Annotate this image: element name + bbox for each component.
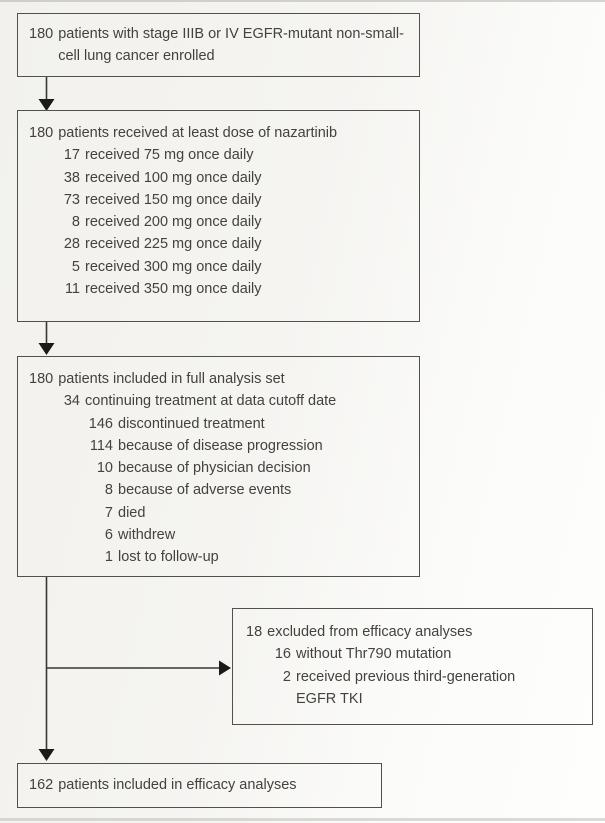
line-text: patients included in full analysis set [58, 371, 285, 387]
photo-edge-artifact-bottom [0, 818, 605, 821]
count: 38 [63, 169, 80, 186]
line-text: died [118, 504, 146, 521]
count: 8 [104, 482, 113, 499]
count: 2 [282, 668, 291, 685]
flow-line: 180 patients included in full analysis s… [29, 368, 411, 390]
flow-line: 180 patients received at least dose of n… [29, 122, 411, 144]
arrow-down-icon [38, 749, 55, 761]
line-text: received 225 mg once daily [85, 236, 262, 253]
flow-line: 6 withdrew [29, 524, 411, 546]
flow-line: 146 discontinued treatment [29, 413, 411, 435]
count: 10 [96, 460, 113, 477]
flow-line: 2 received previous third-generation [246, 666, 586, 688]
flow-line: 180 patients with stage IIIB or IV EGFR-… [29, 23, 411, 68]
line-text: without Thr790 mutation [296, 646, 452, 663]
flow-line: 162 patients included in efficacy analys… [29, 774, 373, 796]
arrow-right-icon [219, 660, 231, 676]
count: 28 [63, 236, 80, 253]
flow-line: 28 received 225 mg once daily [29, 233, 411, 255]
line-text: patients included in efficacy analyses [58, 777, 297, 793]
flow-line: 5 received 300 mg once daily [29, 256, 411, 278]
flow-line: 10 because of physician decision [29, 457, 411, 479]
arrow-down-icon [38, 343, 55, 355]
line-text: discontinued treatment [118, 415, 265, 432]
box-full-analysis-set: 180 patients included in full analysis s… [17, 356, 420, 577]
line-text: patients received at least dose of nazar… [58, 125, 338, 141]
line-text: because of physician decision [118, 460, 311, 477]
flow-line: 34 continuing treatment at data cutoff d… [29, 390, 411, 412]
line-text: received 200 mg once daily [85, 214, 262, 231]
flow-line: 7 died [29, 502, 411, 524]
count: 34 [63, 393, 80, 410]
line-text: received 300 mg once daily [85, 258, 262, 275]
line-text: excluded from efficacy analyses [267, 624, 473, 640]
count: 17 [63, 147, 80, 164]
line-text: received 350 mg once daily [85, 281, 262, 298]
count: 146 [88, 415, 113, 432]
count: 1 [104, 549, 113, 566]
flow-line: 18 excluded from efficacy analyses [246, 621, 586, 643]
flow-line: EGFR TKI [246, 688, 586, 710]
flow-line: 17 received 75 mg once daily [29, 144, 411, 166]
box-received-dose: 180 patients received at least dose of n… [17, 110, 420, 322]
count: 162 [29, 777, 54, 793]
count: 180 [29, 371, 54, 387]
line-text: because of disease progression [118, 437, 323, 454]
flow-line: 11 received 350 mg once daily [29, 278, 411, 300]
photo-edge-artifact-top [0, 0, 605, 2]
box-excluded-from-efficacy: 18 excluded from efficacy analyses 16 wi… [232, 608, 593, 725]
count: 73 [63, 191, 80, 208]
count: 18 [246, 624, 263, 640]
box-efficacy-analyses: 162 patients included in efficacy analys… [17, 763, 382, 808]
line-text: EGFR TKI [296, 690, 363, 707]
line-text: received 150 mg once daily [85, 191, 262, 208]
count [246, 688, 296, 710]
line-text: because of adverse events [118, 482, 292, 499]
count: 7 [104, 504, 113, 521]
count: 180 [29, 125, 54, 141]
count: 180 [29, 26, 54, 42]
flow-line: 1 lost to follow-up [29, 546, 411, 568]
flow-line: 38 received 100 mg once daily [29, 167, 411, 189]
count: 16 [274, 646, 291, 663]
count: 114 [89, 437, 113, 454]
line-text: continuing treatment at data cutoff date [85, 393, 337, 410]
count: 6 [104, 527, 113, 544]
line-text: withdrew [118, 527, 176, 544]
count: 11 [64, 281, 80, 298]
flow-line: 114 because of disease progression [29, 435, 411, 457]
line-text: lost to follow-up [118, 549, 219, 566]
count: 5 [71, 258, 80, 275]
line-text: received 75 mg once daily [85, 147, 254, 164]
line-text: patients with stage IIIB or IV EGFR-muta… [58, 26, 404, 65]
count: 8 [71, 214, 80, 231]
line-text: received 100 mg once daily [85, 169, 262, 186]
line-text: received previous third-generation [296, 668, 516, 685]
flow-line: 8 received 200 mg once daily [29, 211, 411, 233]
flow-line: 16 without Thr790 mutation [246, 643, 586, 665]
box-enrolled-patients: 180 patients with stage IIIB or IV EGFR-… [17, 13, 420, 77]
flow-line: 8 because of adverse events [29, 479, 411, 501]
flow-line: 73 received 150 mg once daily [29, 189, 411, 211]
